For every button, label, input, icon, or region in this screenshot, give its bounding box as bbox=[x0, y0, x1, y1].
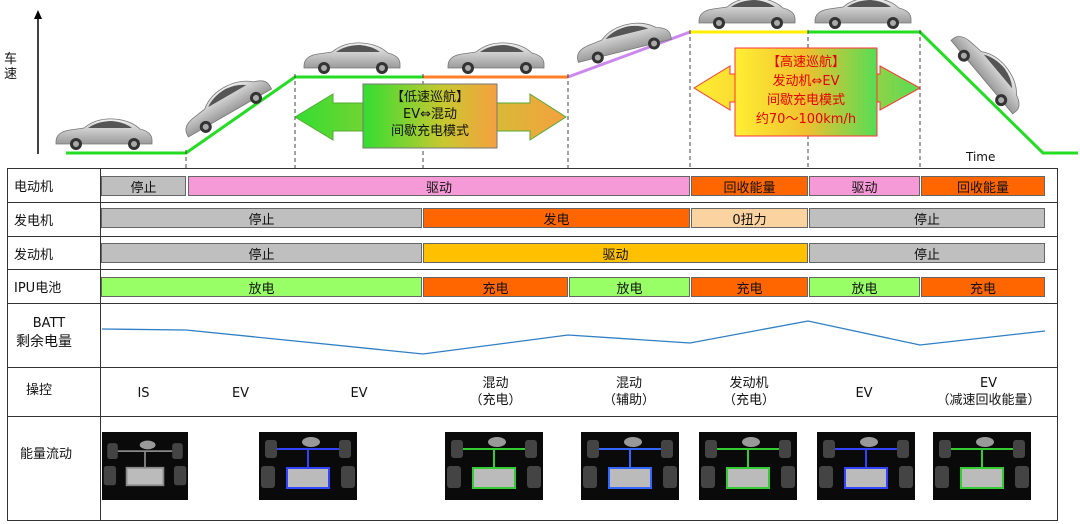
generator-seg-stop-2: 停止 bbox=[809, 208, 1045, 228]
control-ev-regen: EV（减速回收能量） bbox=[936, 376, 1041, 408]
car-icons bbox=[55, 0, 1020, 150]
car-icon bbox=[698, 0, 796, 29]
control-ev-2: EV bbox=[350, 386, 368, 401]
generator-seg-generate: 发电 bbox=[423, 208, 690, 228]
ipu-seg-discharge-2: 放电 bbox=[569, 277, 690, 297]
powertrain-ev-icon bbox=[259, 432, 357, 500]
car-icon bbox=[950, 36, 1020, 115]
car-icon bbox=[447, 42, 545, 74]
control-ev-1: EV bbox=[231, 386, 250, 401]
y-axis-arrow bbox=[34, 10, 42, 19]
control-hybrid-assist: 混动（辅助） bbox=[602, 376, 655, 408]
motor-seg-regen: 回收能量 bbox=[691, 176, 808, 196]
control-is: IS bbox=[137, 386, 150, 401]
ipu-seg-charge-2: 充电 bbox=[691, 277, 808, 297]
row-label-energy: 能量流动 bbox=[20, 447, 73, 462]
powertrain-idle-icon bbox=[102, 432, 188, 500]
speed-profile-chart bbox=[34, 0, 1078, 170]
low-cruise-text: 【低速巡航】 EV⇔混动 间歇充电模式 bbox=[390, 90, 469, 139]
car-icon bbox=[55, 118, 153, 150]
ipu-seg-discharge-3: 放电 bbox=[809, 277, 920, 297]
row-label-motor: 电动机 bbox=[14, 180, 54, 195]
row-label-generator: 发电机 bbox=[14, 214, 54, 229]
generator-seg-zero-torque: 0扭力 bbox=[691, 208, 808, 228]
row-label-ipu: IPU电池 bbox=[14, 281, 62, 296]
powertrain-ev-icon bbox=[817, 432, 915, 500]
speed-line bbox=[66, 30, 1078, 155]
motor-seg-drive: 驱动 bbox=[188, 176, 690, 196]
powertrain-regen-icon bbox=[933, 432, 1031, 500]
generator-seg-stop: 停止 bbox=[101, 208, 422, 228]
x-axis-label: Time bbox=[966, 150, 996, 164]
row-label-batt: BATT 剩余电量 bbox=[16, 316, 72, 350]
car-icon bbox=[303, 42, 401, 74]
control-engine-charge: 发动机（充电） bbox=[722, 376, 775, 408]
row-label-engine: 发动机 bbox=[14, 248, 54, 263]
powertrain-hybrid-assist-icon bbox=[581, 432, 679, 500]
powertrain-engine-charge-icon bbox=[699, 432, 797, 500]
motor-seg-stop: 停止 bbox=[101, 176, 186, 196]
engine-seg-stop-2: 停止 bbox=[809, 243, 1045, 263]
car-icon bbox=[814, 0, 912, 29]
high-cruise-text: 【高速巡航】 发动机⇔EV 间歇充电模式 约70～100km/h bbox=[755, 55, 857, 127]
ipu-seg-charge: 充电 bbox=[423, 277, 568, 297]
low-cruise-box bbox=[362, 83, 498, 149]
high-cruise-box bbox=[734, 47, 878, 137]
y-axis-label: 车速 bbox=[4, 52, 18, 82]
powertrain-hybrid-charge-icon bbox=[445, 432, 543, 500]
row-label-control: 操控 bbox=[26, 383, 53, 398]
ipu-seg-charge-3: 充电 bbox=[921, 277, 1045, 297]
motor-seg-drive-2: 驱动 bbox=[809, 176, 920, 196]
ipu-seg-discharge: 放电 bbox=[101, 277, 422, 297]
car-icon bbox=[185, 80, 273, 138]
engine-seg-drive: 驱动 bbox=[423, 243, 808, 263]
engine-seg-stop: 停止 bbox=[101, 243, 422, 263]
motor-seg-regen-2: 回收能量 bbox=[921, 176, 1045, 196]
car-icon bbox=[577, 22, 672, 64]
control-hybrid-charge: 混动（充电） bbox=[469, 376, 522, 408]
batt-soc-line bbox=[101, 320, 1046, 355]
control-ev-3: EV bbox=[855, 386, 873, 401]
